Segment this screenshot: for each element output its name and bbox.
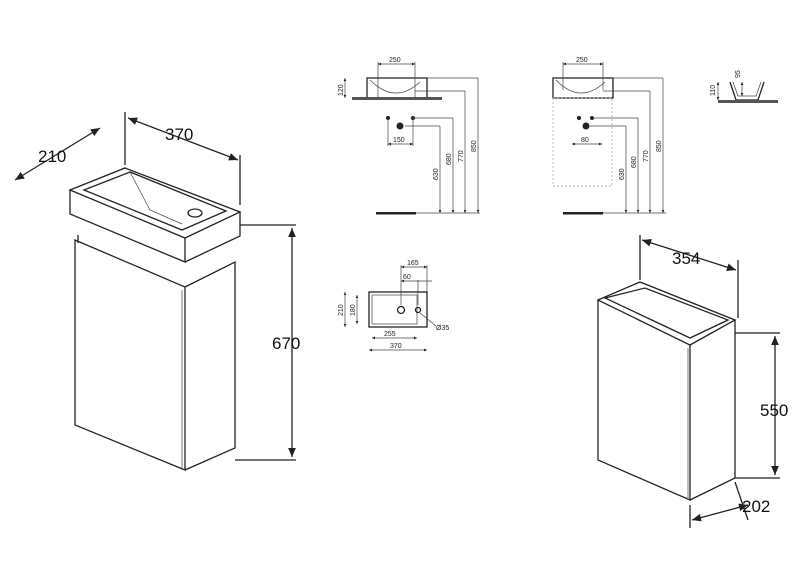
basin-plan-view: 165 60 210 180 255 370 Ø35	[338, 260, 449, 352]
tap-spacing-2: 250	[576, 57, 588, 64]
height-680: 680	[446, 153, 453, 165]
dimension-depth: 210	[38, 147, 66, 166]
hole-diameter: Ø35	[436, 325, 449, 332]
right-vanity-unit: 354 550 202	[597, 235, 788, 528]
inner-depth-plan: 180	[350, 304, 357, 316]
height-680-2: 680	[631, 156, 638, 168]
outer-width: 370	[390, 343, 402, 350]
height-770: 770	[458, 150, 465, 162]
wall-mount-elevation-1: 250 120 150 630 680 770 850	[338, 57, 480, 215]
dimension-height-right: 550	[760, 401, 788, 420]
height-630-2: 630	[619, 168, 626, 180]
height-850: 850	[471, 140, 478, 152]
height-850-2: 850	[656, 140, 663, 152]
tap-spacing: 250	[389, 57, 401, 64]
height-630: 630	[433, 168, 440, 180]
inner-width: 255	[384, 331, 396, 338]
waste-spacing: 150	[393, 137, 405, 144]
dimension-width: 370	[165, 125, 193, 144]
hole-offset: 60	[403, 274, 411, 281]
outer-height: 110	[710, 85, 717, 96]
height-770-2: 770	[643, 150, 650, 162]
inner-depth: 95	[735, 70, 742, 78]
dimension-height: 670	[272, 334, 300, 353]
tap-offset: 165	[407, 260, 419, 267]
basin-section-view: 110 95	[710, 70, 778, 103]
basin-height: 120	[338, 84, 345, 96]
waste-spacing-2: 80	[581, 137, 589, 144]
wall-mount-elevation-2: 250 80 630 680 770 850	[552, 57, 666, 215]
outer-depth: 210	[338, 304, 345, 316]
dimension-width-right: 354	[672, 249, 700, 268]
dimension-depth-right: 202	[742, 497, 770, 516]
left-vanity-unit: 370 210 670	[14, 112, 300, 471]
